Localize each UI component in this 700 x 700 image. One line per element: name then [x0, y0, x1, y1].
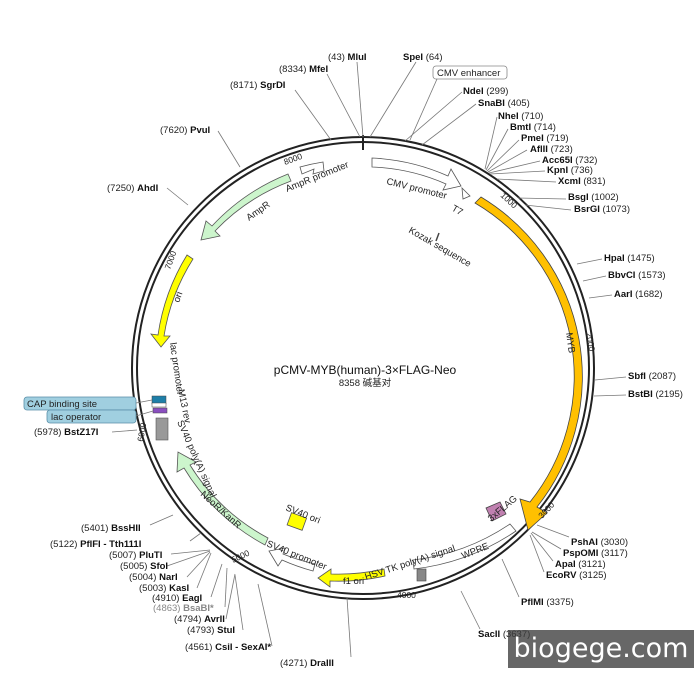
kozak-label: Kozak sequence: [407, 225, 473, 270]
site-bsrgi: BsrGI (1073): [574, 204, 630, 215]
ori-label: ori: [171, 290, 185, 304]
site-labels: (43) MluI SpeI (64) (8334) MfeI (8171) S…: [34, 52, 683, 669]
ori-arrow: [150, 254, 194, 348]
hsv-tk-polya-box: [416, 568, 427, 582]
site-kpni: KpnI (736): [547, 165, 593, 176]
site-pmei: PmeI (719): [521, 133, 569, 144]
ampr-promoter-arrow: [299, 161, 325, 175]
site-mfei: (8334) MfeI: [279, 64, 328, 75]
site-acc65i: Acc65I (732): [542, 155, 597, 166]
neor-arrow: [176, 451, 269, 546]
site-stui: (4793) StuI: [187, 625, 235, 636]
ampr-arrow: [200, 173, 292, 241]
tick-7000: 7000: [162, 249, 178, 270]
site-xcmi: XcmI (831): [558, 176, 606, 187]
lac-operator-label: lac operator: [51, 412, 101, 423]
site-ahdi: (7250) AhdI: [107, 183, 158, 194]
site-bstz17i: (5978) BstZ17I: [34, 427, 98, 438]
site-pshai: PshAI (3030): [571, 537, 628, 548]
site-apai: ApaI (3121): [555, 559, 606, 570]
site-ndei: NdeI (299): [463, 86, 508, 97]
site-pluti: (5007) PluTI: [109, 550, 162, 561]
site-hpai: HpaI (1475): [604, 253, 655, 264]
site-snabi: SnaBI (405): [478, 98, 530, 109]
site-bsgi: BsgI (1002): [568, 192, 619, 203]
feature-shapes: [150, 157, 583, 588]
site-sgrdi: (8171) SgrDI: [230, 80, 285, 91]
site-nari: (5004) NarI: [129, 572, 178, 583]
tick-4000: 4000: [397, 590, 416, 600]
lac-promoter-box: [151, 402, 167, 408]
cmv-enhancer-label: CMV enhancer: [437, 68, 500, 79]
myb-arrow: [474, 196, 583, 531]
site-sfoi: (5005) SfoI: [120, 561, 168, 572]
lac-operator-box: [152, 407, 168, 414]
site-draiii: (4271) DraIII: [280, 658, 334, 669]
tick-1000: 1000: [499, 190, 520, 210]
site-ecorv: EcoRV (3125): [546, 570, 607, 581]
tick-2000: 2000: [584, 332, 597, 353]
f1-ori-arrow: [317, 568, 386, 588]
site-sbfi: SbfI (2087): [628, 371, 676, 382]
site-spei: SpeI (64): [403, 52, 443, 63]
lac-operator-label-box: [46, 409, 137, 424]
site-bstbi: BstBI (2195): [628, 389, 683, 400]
site-pflfi: (5122) PflFI - Tth111I: [50, 539, 141, 550]
site-bsabi: (4863) BsaBI*: [153, 603, 214, 614]
t7-arrow: [461, 186, 471, 200]
site-pflmi: PflMI (3375): [521, 597, 574, 608]
cap-site-label: CAP binding site: [27, 399, 97, 410]
site-aflii: AflII (723): [530, 144, 573, 155]
site-bbvci: BbvCI (1573): [608, 270, 666, 281]
cmv-promoter-arrow: [371, 157, 462, 191]
f1-ori-label: f1 ori: [343, 576, 364, 587]
cmv-enhancer-leader: [409, 78, 438, 141]
site-leaders: [111, 61, 627, 658]
lac-operator-leader: [135, 410, 154, 417]
wpre-arrow: [412, 523, 517, 570]
feature-labels: CMV enhancer CMV promoter T7 Kozak seque…: [23, 65, 577, 587]
plasmid-title: pCMV-MYB(human)-3×FLAG-Neo: [274, 363, 457, 377]
kozak-mark: [435, 232, 440, 242]
site-pspomi: PspOMI (3117): [563, 548, 628, 559]
site-nhei: NheI (710): [498, 111, 543, 122]
myb-label: MYB: [563, 332, 577, 354]
flag-arrow: [485, 501, 507, 522]
tick-8000: 8000: [282, 151, 303, 167]
site-csii: (4561) CsiI - SexAI*: [185, 642, 271, 653]
site-kasi: (5003) KasI: [139, 583, 189, 594]
tick-6000: 6000: [135, 422, 148, 443]
plasmid-size: 8358 碱基对: [339, 377, 392, 389]
site-pvui: (7620) PvuI: [160, 125, 210, 136]
site-eagi: (4910) EagI: [152, 593, 202, 604]
sv40-promoter-arrow: [268, 547, 316, 572]
site-avrii: (4794) AvrII: [174, 614, 225, 625]
t7-label: T7: [450, 203, 465, 218]
site-bmti: BmtI (714): [510, 122, 556, 133]
site-mlui: (43) MluI: [328, 52, 367, 63]
lac-promoter-label: lac promoter: [167, 342, 185, 396]
sv40-ori-box: [286, 512, 308, 531]
cap-site-leader: [135, 399, 153, 404]
site-bsshii: (5401) BssHII: [81, 523, 141, 534]
sv40-polya-box: [155, 417, 169, 441]
site-aari: AarI (1682): [614, 289, 663, 300]
neor-label: NeoR/KanR: [198, 489, 243, 531]
watermark: biogege.com: [508, 630, 694, 668]
cmv-enhancer-box: [432, 65, 508, 80]
